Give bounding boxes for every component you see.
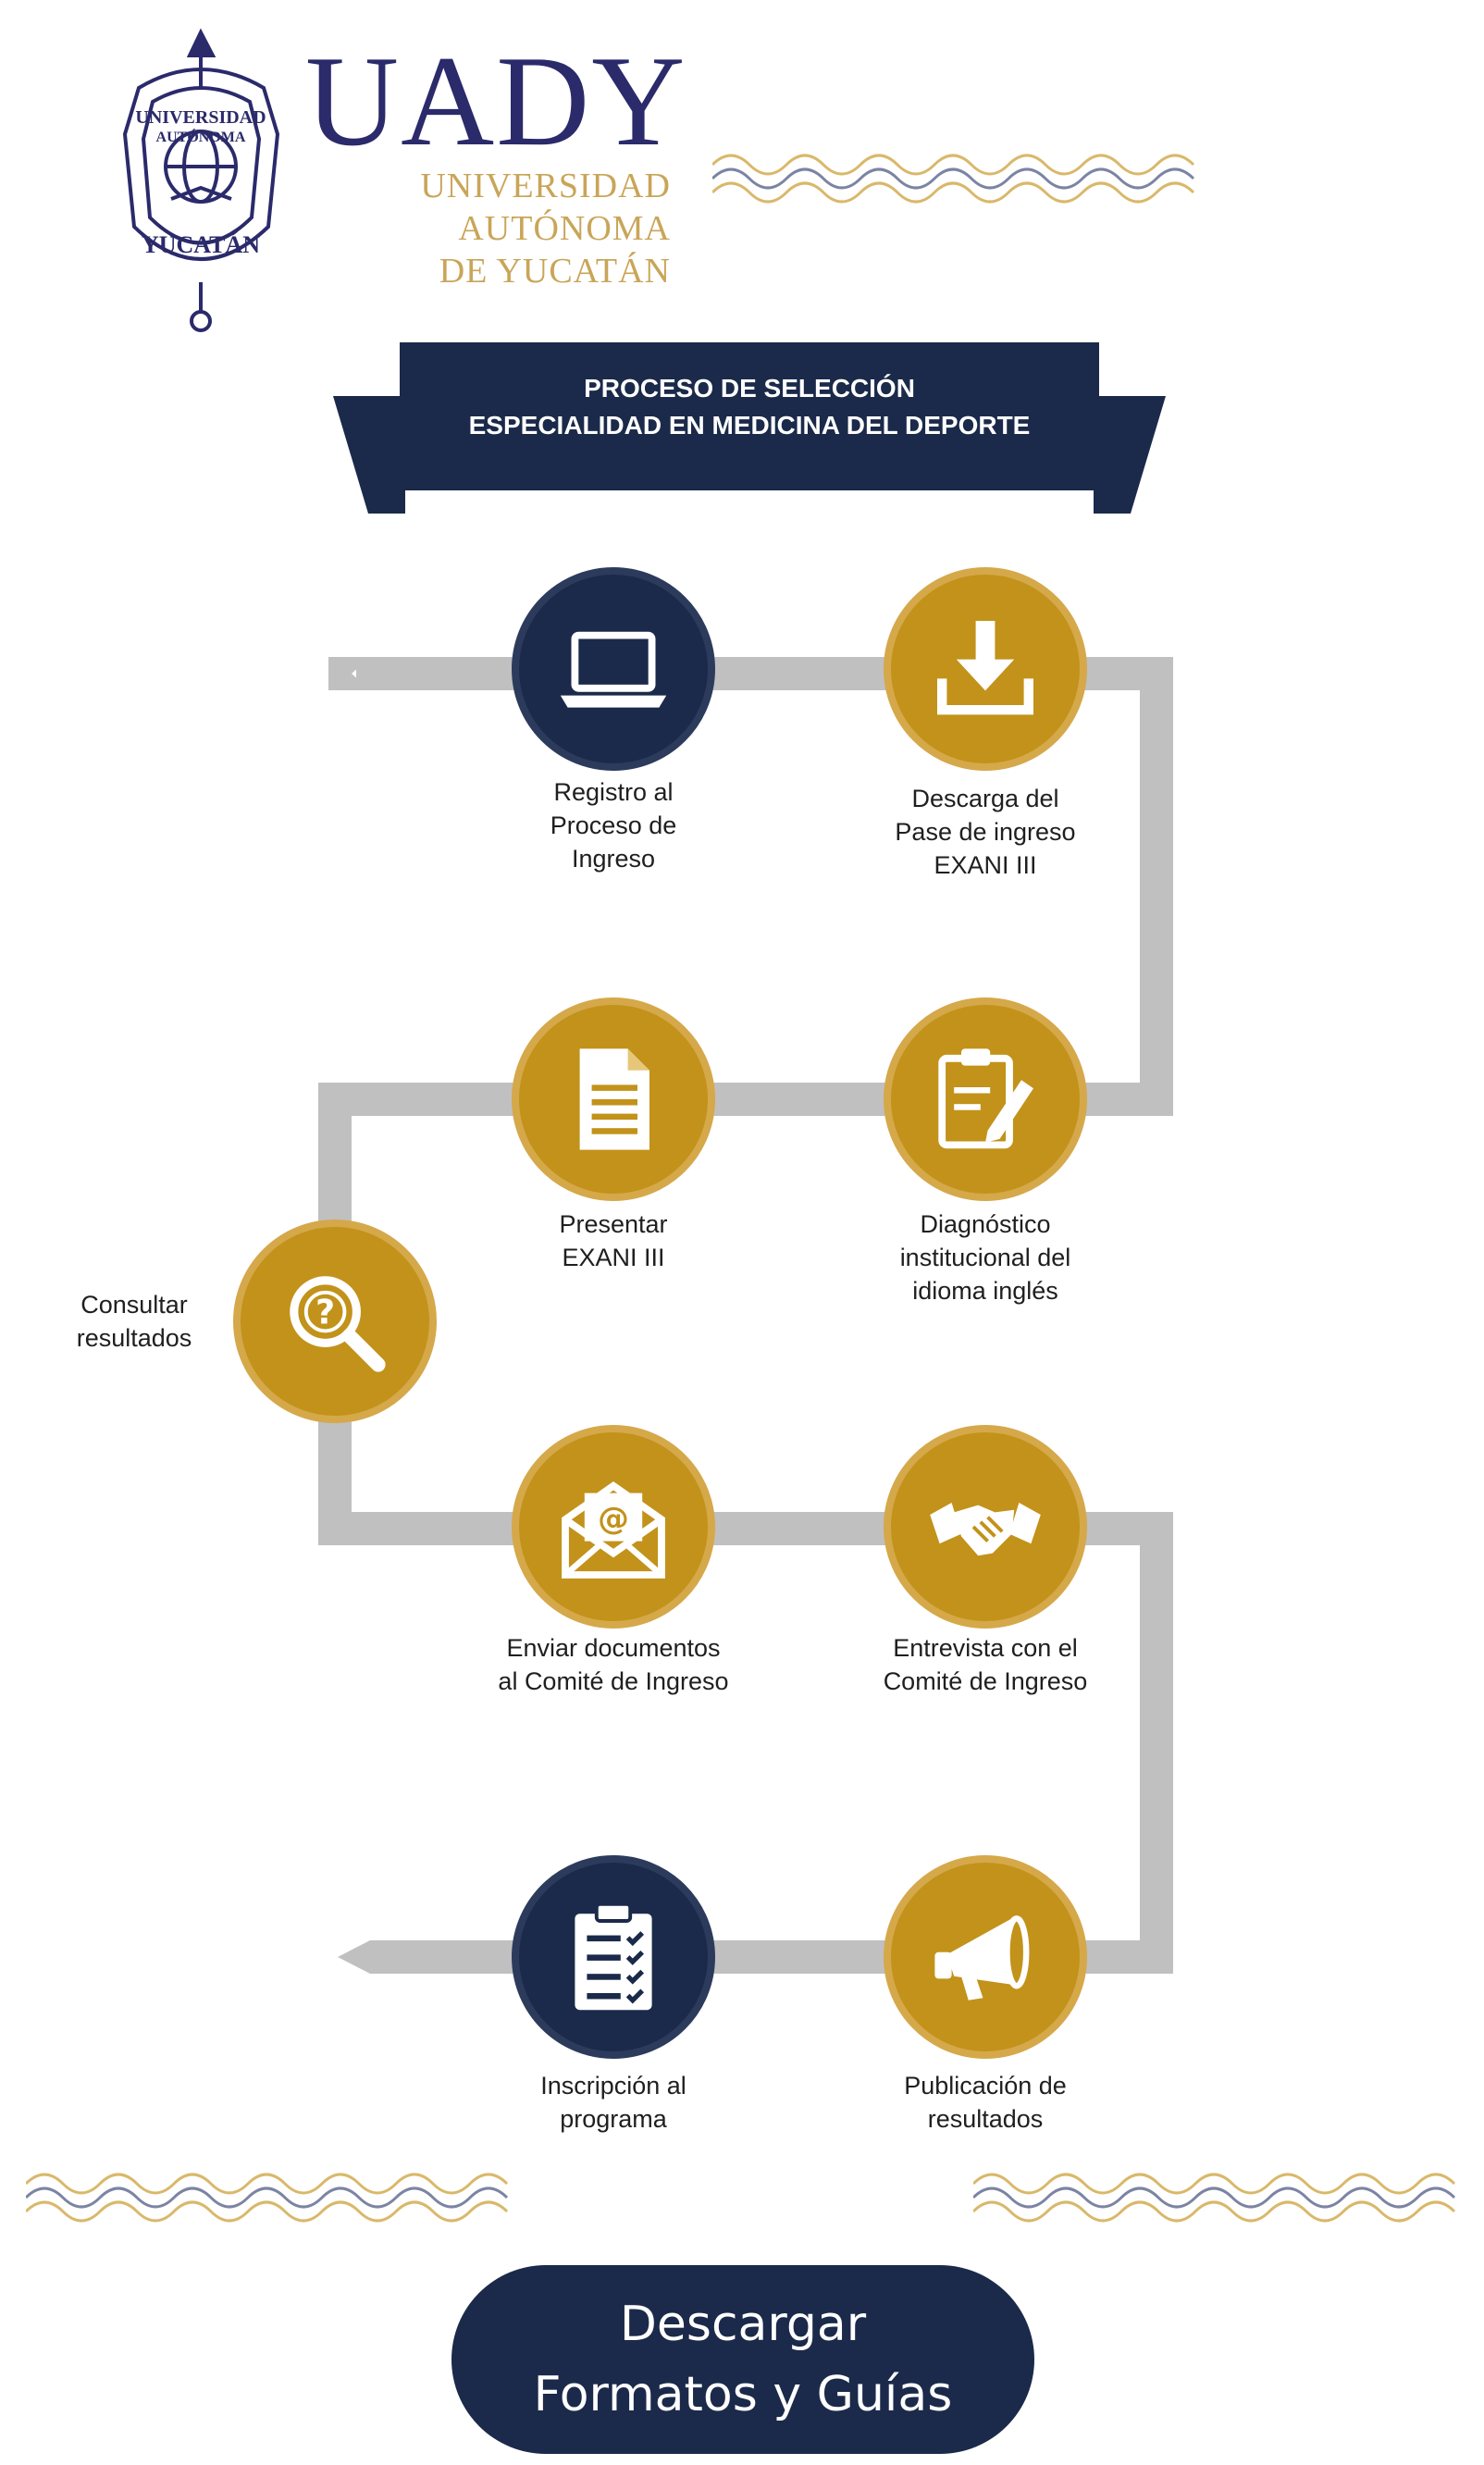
step-inscripcion-label: Inscripción al programa — [540, 2072, 686, 2133]
step-enviar-node: @ — [512, 1425, 715, 1629]
process-title-line2: ESPECIALIDAD EN MEDICINA DEL DEPORTE — [468, 411, 1031, 440]
step-registro-node — [512, 567, 715, 771]
uady-seal-logo: UNIVERSIDAD AUTÓNOMA YUCATÁN — [122, 28, 280, 332]
document-icon — [579, 1048, 649, 1150]
step-descarga-label: Descarga del Pase de ingreso EXANI III — [895, 785, 1076, 879]
path-start-arrow — [328, 657, 370, 690]
step-diagnostico-label: Diagnóstico institucional del idioma ing… — [899, 1210, 1071, 1305]
decorative-wave-bottom-left — [26, 2173, 509, 2223]
step-registro-label: Registro al Proceso de Ingreso — [550, 778, 677, 873]
brand-title: UADY — [305, 30, 687, 173]
step-presentar-label: Presentar EXANI III — [559, 1210, 668, 1271]
decorative-wave-bottom-right — [973, 2173, 1456, 2223]
step-diagnostico-node — [884, 997, 1087, 1201]
laptop-icon — [560, 631, 667, 708]
step-consultar-label: Consultar resultados — [76, 1291, 192, 1352]
step-entrevista-label: Entrevista con el Comité de Ingreso — [883, 1634, 1088, 1695]
step-consultar-node: ? — [233, 1220, 437, 1423]
process-title: PROCESO DE SELECCIÓN ESPECIALIDAD EN MED… — [402, 370, 1096, 444]
svg-text:YUCATÁN: YUCATÁN — [142, 231, 260, 258]
handshake-icon — [930, 1503, 1041, 1556]
decorative-wave-top — [712, 154, 1195, 204]
brand-line-universidad: UNIVERSIDAD — [420, 167, 671, 205]
step-enviar-label: Enviar documentos al Comité de Ingreso — [498, 1634, 729, 1695]
step-entrevista-node — [884, 1425, 1087, 1629]
download-formats-button[interactable]: Descargar Formatos y Guías — [451, 2265, 1034, 2454]
email-envelope-icon: @ — [562, 1481, 665, 1579]
magnifier-question-icon: ? — [290, 1276, 386, 1372]
brand-line-autonoma: AUTÓNOMA — [458, 209, 671, 248]
step-descarga-node — [884, 567, 1087, 771]
path-end-arrow — [338, 1940, 370, 1974]
svg-text:AUTÓNOMA: AUTÓNOMA — [156, 128, 246, 145]
checklist-icon — [575, 1901, 652, 2011]
svg-text:@: @ — [598, 1501, 629, 1537]
download-icon — [937, 621, 1033, 715]
step-inscripcion-node — [512, 1855, 715, 2059]
step-presentar-node — [512, 997, 715, 1201]
download-button-line2: Formatos y Guías — [533, 2367, 953, 2422]
step-publicacion-label: Publicación de resultados — [904, 2072, 1067, 2133]
title-ribbon — [333, 342, 1166, 514]
process-title-line1: PROCESO DE SELECCIÓN — [584, 374, 915, 403]
brand-line-yucatan: DE YUCATÁN — [439, 252, 671, 291]
step-publicacion-node — [884, 1855, 1087, 2059]
svg-text:UNIVERSIDAD: UNIVERSIDAD — [135, 107, 266, 128]
svg-text:?: ? — [315, 1293, 335, 1332]
download-button-line1: Descargar — [619, 2297, 867, 2352]
clipboard-pencil-icon — [938, 1048, 1033, 1149]
megaphone-icon — [934, 1915, 1030, 2000]
